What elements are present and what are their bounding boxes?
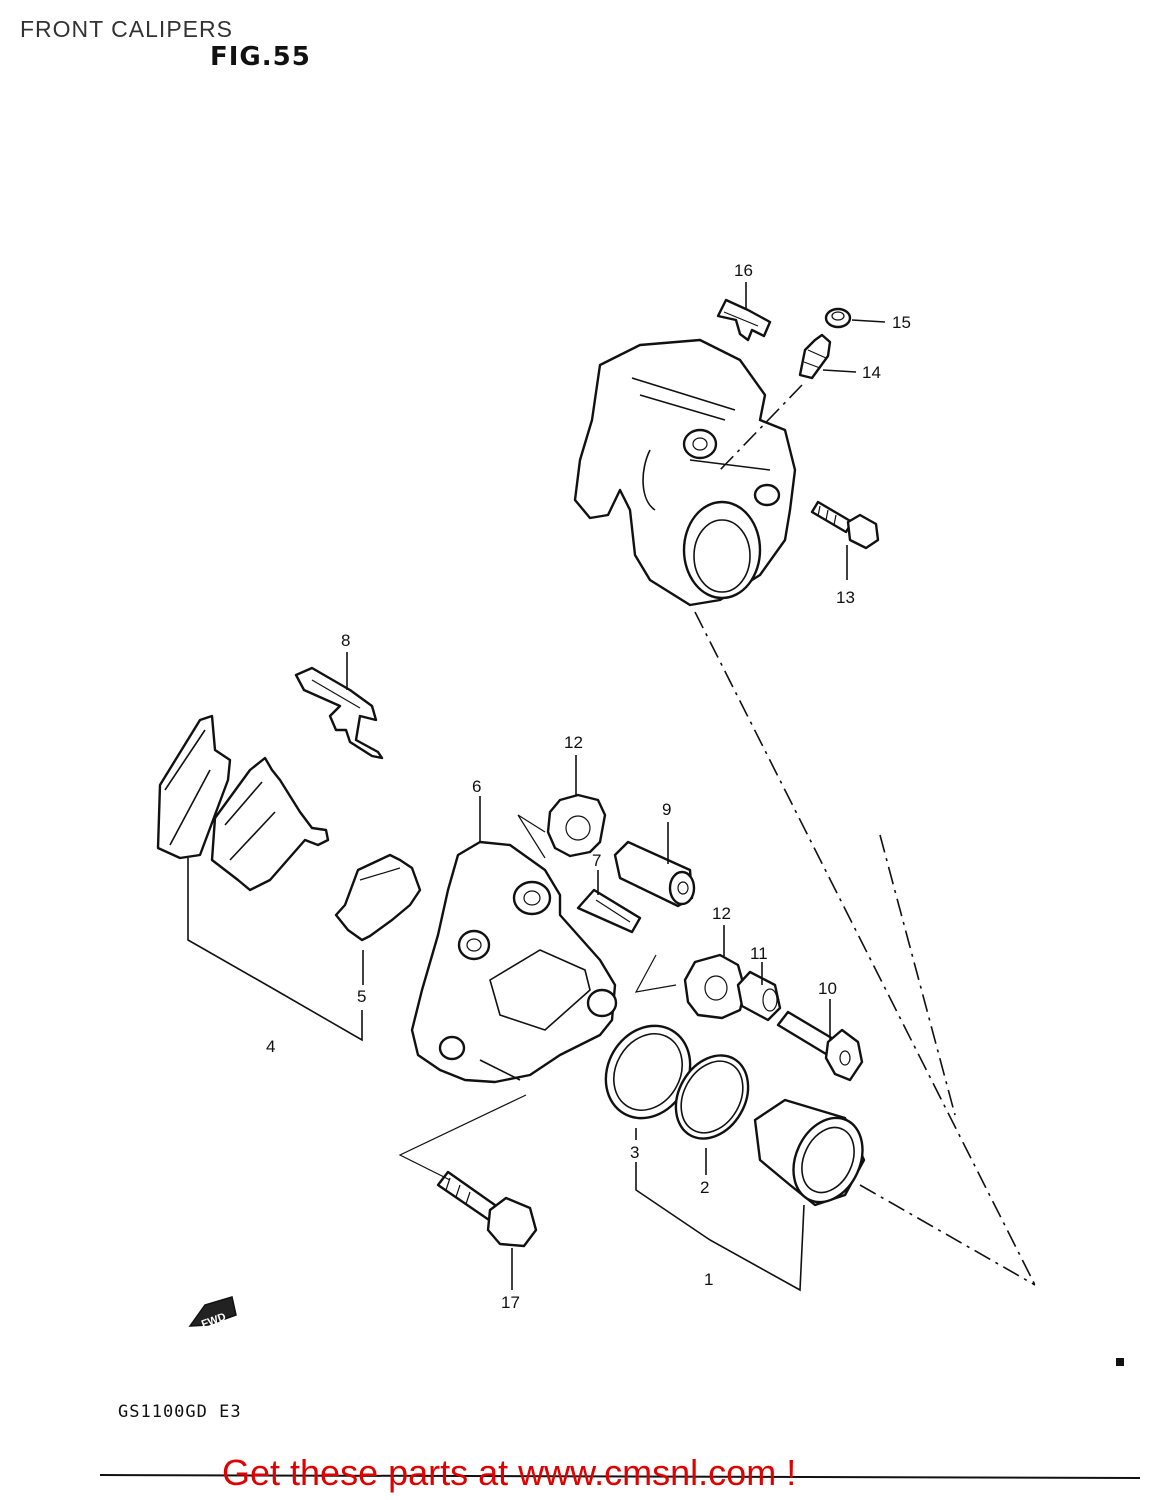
part-11-collar <box>736 970 782 1022</box>
registration-mark <box>1116 1358 1124 1366</box>
bottom-rule <box>99 1474 1141 1479</box>
callout-15: 15 <box>892 313 911 332</box>
part-10-pin-bolt <box>776 1010 864 1082</box>
part-17-mounting-bolt <box>436 1170 538 1248</box>
callout-10: 10 <box>818 979 837 998</box>
callout-17: 17 <box>501 1293 520 1312</box>
part-1-piston <box>753 1098 866 1207</box>
callout-12-lower: 12 <box>712 904 731 923</box>
callout-11: 11 <box>750 944 768 963</box>
part-15-bleeder-cap <box>824 307 852 329</box>
figure-number: FIG.55 <box>210 42 311 72</box>
part-13-bolt <box>810 500 880 550</box>
fwd-arrow-icon: FWD <box>188 1296 237 1331</box>
part-5-pad-clip <box>334 853 422 942</box>
promo-link[interactable]: Get these parts at www.cmsnl.com ! <box>222 1452 797 1493</box>
part-9-sleeve <box>613 840 696 908</box>
part-14-bleeder-valve <box>798 333 832 380</box>
callout-3: 3 <box>630 1143 639 1162</box>
callout-labels: 16 15 14 13 8 12 6 9 7 12 11 10 4 5 3 2 … <box>266 261 911 1312</box>
part-12-boot-lower <box>683 953 747 1020</box>
model-code: GS1100GD E3 <box>118 1402 242 1422</box>
part-4-brake-pads <box>156 714 330 892</box>
part-2-piston-seal <box>674 1054 750 1140</box>
callout-9: 9 <box>662 800 671 819</box>
callout-14: 14 <box>862 363 881 382</box>
part-6-caliper-bracket <box>410 840 618 1084</box>
part-8-pad-spring <box>294 666 384 760</box>
callout-12-upper: 12 <box>564 733 583 752</box>
callout-5: 5 <box>357 987 366 1006</box>
leader-lines <box>187 282 1036 1292</box>
part-7-pin <box>576 888 642 934</box>
callout-13: 13 <box>836 588 855 607</box>
caliper-body-upper <box>573 338 797 607</box>
page-title: FRONT CALIPERS <box>20 16 233 42</box>
callout-1: 1 <box>704 1270 713 1289</box>
callout-16: 16 <box>734 261 753 280</box>
callout-2: 2 <box>700 1178 709 1197</box>
part-12-boot-upper <box>546 793 607 858</box>
part-16-clip <box>716 298 772 342</box>
callout-8: 8 <box>341 631 350 650</box>
callout-6: 6 <box>472 777 481 796</box>
callout-7: 7 <box>592 851 601 870</box>
callout-4: 4 <box>266 1037 275 1056</box>
